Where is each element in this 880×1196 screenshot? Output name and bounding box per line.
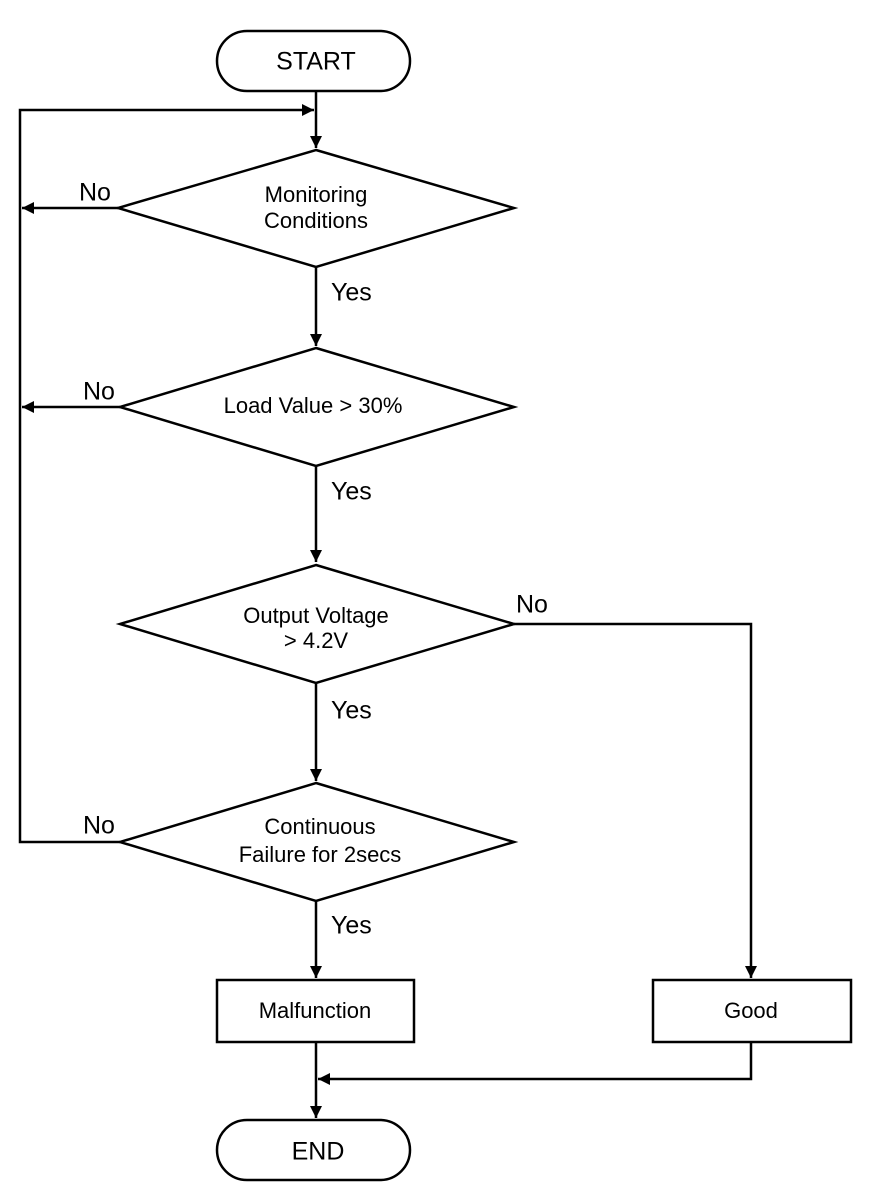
continuous-label-line2: Failure for 2secs [239,842,402,867]
monitoring-no-label: No [79,179,111,207]
monitoring-label-line2: Conditions [264,208,368,233]
continuous-no-label: No [83,812,115,840]
good-label: Good [724,998,778,1023]
monitoring-label-line1: Monitoring [265,182,368,207]
edge-good-to-end [318,1042,753,1085]
continuous-failure-decision [115,781,519,903]
voltage-no-label: No [516,591,548,619]
start-label: START [276,48,356,76]
voltage-label-line1: Output Voltage [243,603,389,628]
good-box [651,978,853,1044]
monitoring-yes-label: Yes [331,279,372,307]
continuous-yes-label: Yes [331,912,372,940]
voltage-yes-label: Yes [331,697,372,725]
malfunction-label: Malfunction [259,998,372,1023]
voltage-label-line2: > 4.2V [284,628,349,653]
malfunction-box [215,978,416,1044]
end-terminal [215,1118,412,1182]
load-value-label: Load Value > 30% [224,393,403,418]
load-yes-label: Yes [331,478,372,506]
output-voltage-decision [115,563,519,685]
end-label: END [292,1138,345,1166]
load-value-decision [115,346,519,468]
load-no-label: No [83,378,115,406]
edge-loopback [18,104,314,844]
monitoring-conditions-decision [113,148,519,269]
edge-voltage-no [514,622,757,978]
continuous-label-line1: Continuous [264,814,375,839]
start-terminal [215,29,412,93]
